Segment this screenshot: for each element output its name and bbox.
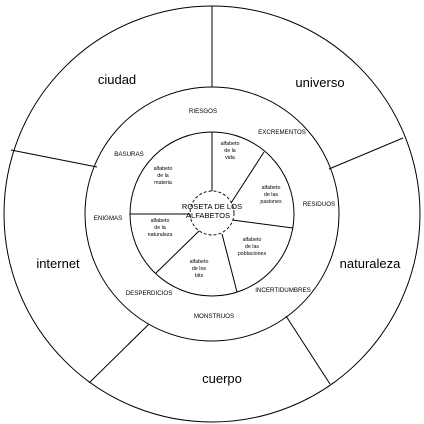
inner-label-naturaleza-line1: alfabeto: [151, 218, 170, 224]
outer-label-ciudad: ciudad: [98, 72, 136, 87]
outer-label-naturaleza: naturaleza: [340, 256, 401, 271]
inner-divider-upper-right: [230, 151, 265, 204]
inner-label-vida-line2: de la: [224, 148, 236, 154]
middle-label-incertidumbres: INCERTIDUMBRES: [255, 287, 311, 294]
outer-label-universo: universo: [295, 75, 344, 90]
inner-label-pasiones-line2: de las: [264, 192, 278, 198]
middle-label-residuos: RESIDUOS: [303, 201, 335, 208]
outer-divider-bottom-right: [285, 315, 331, 385]
inner-label-poblaciones-line3: poblaciones: [238, 251, 267, 257]
middle-label-excrementos: EXCREMENTOS: [258, 129, 306, 136]
middle-label-riesgos: RIESGOS: [189, 108, 217, 115]
inner-label-naturaleza-line2: de la: [154, 225, 166, 231]
inner-label-materia-line1: alfabeto: [154, 166, 173, 172]
inner-divider-bottom-left: [155, 230, 200, 274]
inner-label-poblaciones-line2: de las: [245, 244, 259, 250]
center-label-line2: ALFABETOS: [186, 211, 230, 220]
center-circle: [189, 190, 235, 236]
inner-label-vida-line3: vida: [225, 155, 235, 161]
outer-label-internet: internet: [36, 256, 80, 271]
inner-divider-bottom-right: [221, 233, 238, 293]
middle-label-desperdicios: DESPERDICIOS: [126, 290, 173, 297]
inner-label-naturaleza-line3: naturaleza: [148, 232, 173, 238]
inner-divider-lower-right: [231, 219, 294, 229]
middle-label-enigmas: ENIGMAS: [94, 215, 123, 222]
inner-label-poblaciones-line1: alfabeto: [243, 237, 262, 243]
inner-label-bits-line3: bits: [195, 273, 204, 279]
inner-label-materia-line2: de la: [157, 173, 169, 179]
inner-label-bits-line1: alfabeto: [190, 259, 209, 265]
inner-label-materia-line3: materia: [154, 180, 172, 186]
outer-divider-left: [10, 149, 98, 168]
inner-label-pasiones-line3: pasiones: [260, 199, 282, 205]
center-label-line1: ROSETA DE LOS: [182, 202, 242, 211]
middle-label-monstruos: MONSTRUOS: [194, 313, 234, 320]
outer-divider-bottom-left: [88, 323, 150, 384]
inner-label-pasiones-line1: alfabeto: [262, 185, 281, 191]
outer-divider-right: [328, 137, 404, 170]
middle-label-basuras: BASURAS: [114, 151, 144, 158]
inner-label-bits-line2: de los: [192, 266, 206, 272]
outer-label-cuerpo: cuerpo: [202, 371, 242, 386]
inner-label-vida-line1: alfabeto: [221, 141, 240, 147]
